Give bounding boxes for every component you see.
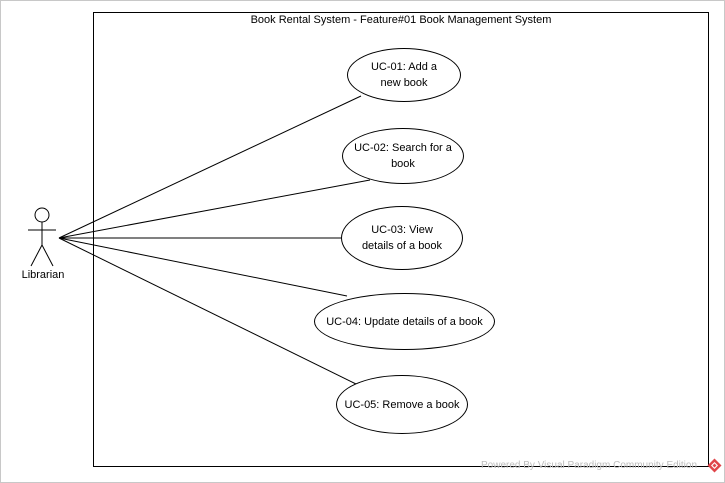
use-case-uc04[interactable]: UC-04: Update details of a book bbox=[314, 293, 495, 350]
association-uc01[interactable] bbox=[58, 95, 362, 239]
librarian-actor-figure[interactable] bbox=[28, 207, 56, 267]
association-uc05[interactable] bbox=[58, 237, 357, 385]
use-case-uc05[interactable]: UC-05: Remove a book bbox=[336, 375, 468, 434]
actor-head bbox=[34, 207, 50, 223]
association-uc04[interactable] bbox=[58, 237, 348, 297]
use-case-uc01[interactable]: UC-01: Add a new book bbox=[347, 48, 461, 102]
watermark-text: Powered By Visual Paradigm Community Edi… bbox=[481, 460, 698, 471]
use-case-label: UC-05: Remove a book bbox=[344, 398, 460, 411]
association-uc02[interactable] bbox=[58, 179, 371, 239]
use-case-label: UC-01: Add a new book bbox=[370, 61, 438, 89]
actor-label: Librarian bbox=[21, 269, 65, 281]
use-case-uc02[interactable]: UC-02: Search for a book bbox=[342, 128, 464, 184]
actor-left-leg bbox=[30, 244, 43, 267]
actor-right-leg bbox=[41, 244, 54, 267]
use-case-label: UC-02: Search for a book bbox=[354, 142, 452, 170]
system-title: Book Rental System - Feature#01 Book Man… bbox=[250, 14, 552, 26]
visual-paradigm-logo-icon bbox=[707, 458, 722, 473]
use-case-label: UC-04: Update details of a book bbox=[326, 315, 483, 328]
use-case-uc03[interactable]: UC-03: View details of a book bbox=[341, 206, 463, 270]
use-case-label: UC-03: View details of a book bbox=[361, 224, 443, 252]
